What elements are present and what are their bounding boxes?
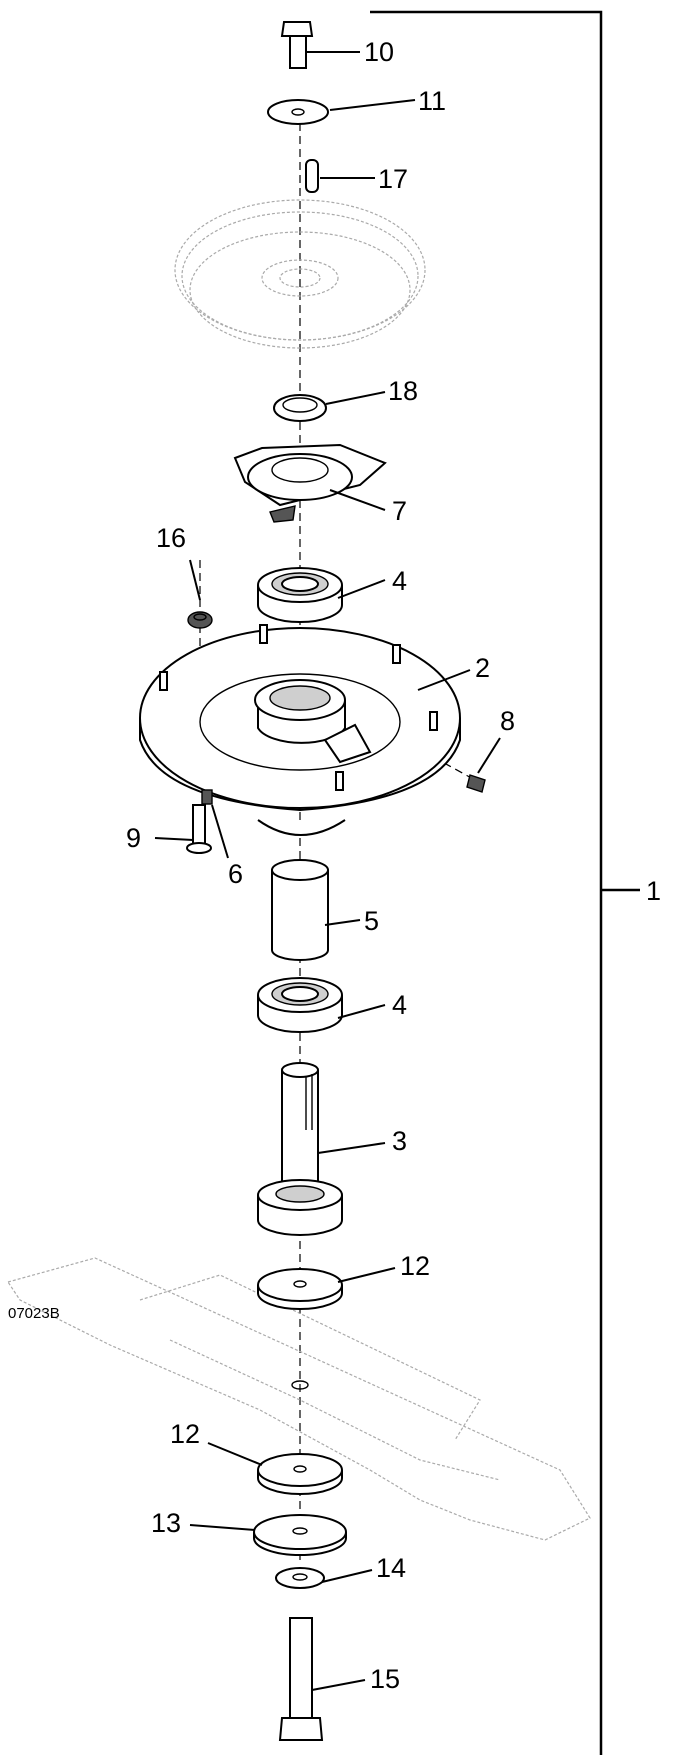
label-key: 17 <box>378 164 408 194</box>
upper-bearing-4 <box>257 567 343 623</box>
housing-2 <box>139 624 461 836</box>
lower-blade-washer-12 <box>257 1453 343 1495</box>
bolt-10 <box>280 21 314 69</box>
center-axis <box>199 110 476 1560</box>
label-lock-nut: 16 <box>156 523 186 553</box>
label-lower-blade-washer: 12 <box>170 1419 200 1449</box>
key-17 <box>305 159 319 193</box>
label-large-washer: 13 <box>151 1508 181 1538</box>
label-spindle-shaft: 3 <box>392 1126 407 1156</box>
callout-labels: 10 11 17 18 7 16 4 2 8 9 6 5 4 3 12 12 1… <box>126 37 515 1694</box>
blade-hole <box>291 1380 309 1390</box>
label-grease-fitting: 8 <box>500 706 515 736</box>
label-bearing-spacer: 5 <box>364 906 379 936</box>
label-housing: 2 <box>475 653 490 683</box>
bearing-retainer-7 <box>233 443 387 523</box>
label-lock-washer: 14 <box>376 1553 406 1583</box>
figure-code: 07023B <box>8 1305 60 1322</box>
spindle-shaft-3 <box>257 1062 343 1236</box>
blade-ghost <box>7 1257 591 1541</box>
label-blade-bolt: 15 <box>370 1664 400 1694</box>
large-washer-13 <box>253 1514 347 1556</box>
label-bolt: 10 <box>364 37 394 67</box>
label-bearing-retainer: 7 <box>392 496 407 526</box>
label-top-washer: 11 <box>418 86 446 116</box>
grease-fitting-8 <box>466 774 486 793</box>
label-lower-bearing: 4 <box>392 990 407 1020</box>
pulley-ghost <box>174 199 426 349</box>
lock-washer-14 <box>275 1567 325 1589</box>
label-mount-bolt: 9 <box>126 823 141 853</box>
assembly-bracket: 1 <box>370 10 661 1755</box>
label-upper-blade-washer: 12 <box>400 1251 430 1281</box>
label-assembly: 1 <box>646 876 661 906</box>
lock-nut-16 <box>187 611 213 629</box>
label-upper-bearing: 4 <box>392 566 407 596</box>
label-spacer-ring: 18 <box>388 376 418 406</box>
mount-bolt-9 <box>186 804 212 854</box>
lower-bearing-4 <box>257 977 343 1033</box>
upper-blade-washer-12 <box>257 1268 343 1310</box>
blade-bolt-15 <box>278 1617 324 1741</box>
top-washer-11 <box>267 99 329 125</box>
set-screw-6 <box>201 789 213 805</box>
leader-lines <box>154 51 501 1691</box>
label-set-screw: 6 <box>228 859 243 889</box>
spacer-ring-18 <box>273 394 327 422</box>
bearing-spacer-5 <box>271 859 329 961</box>
